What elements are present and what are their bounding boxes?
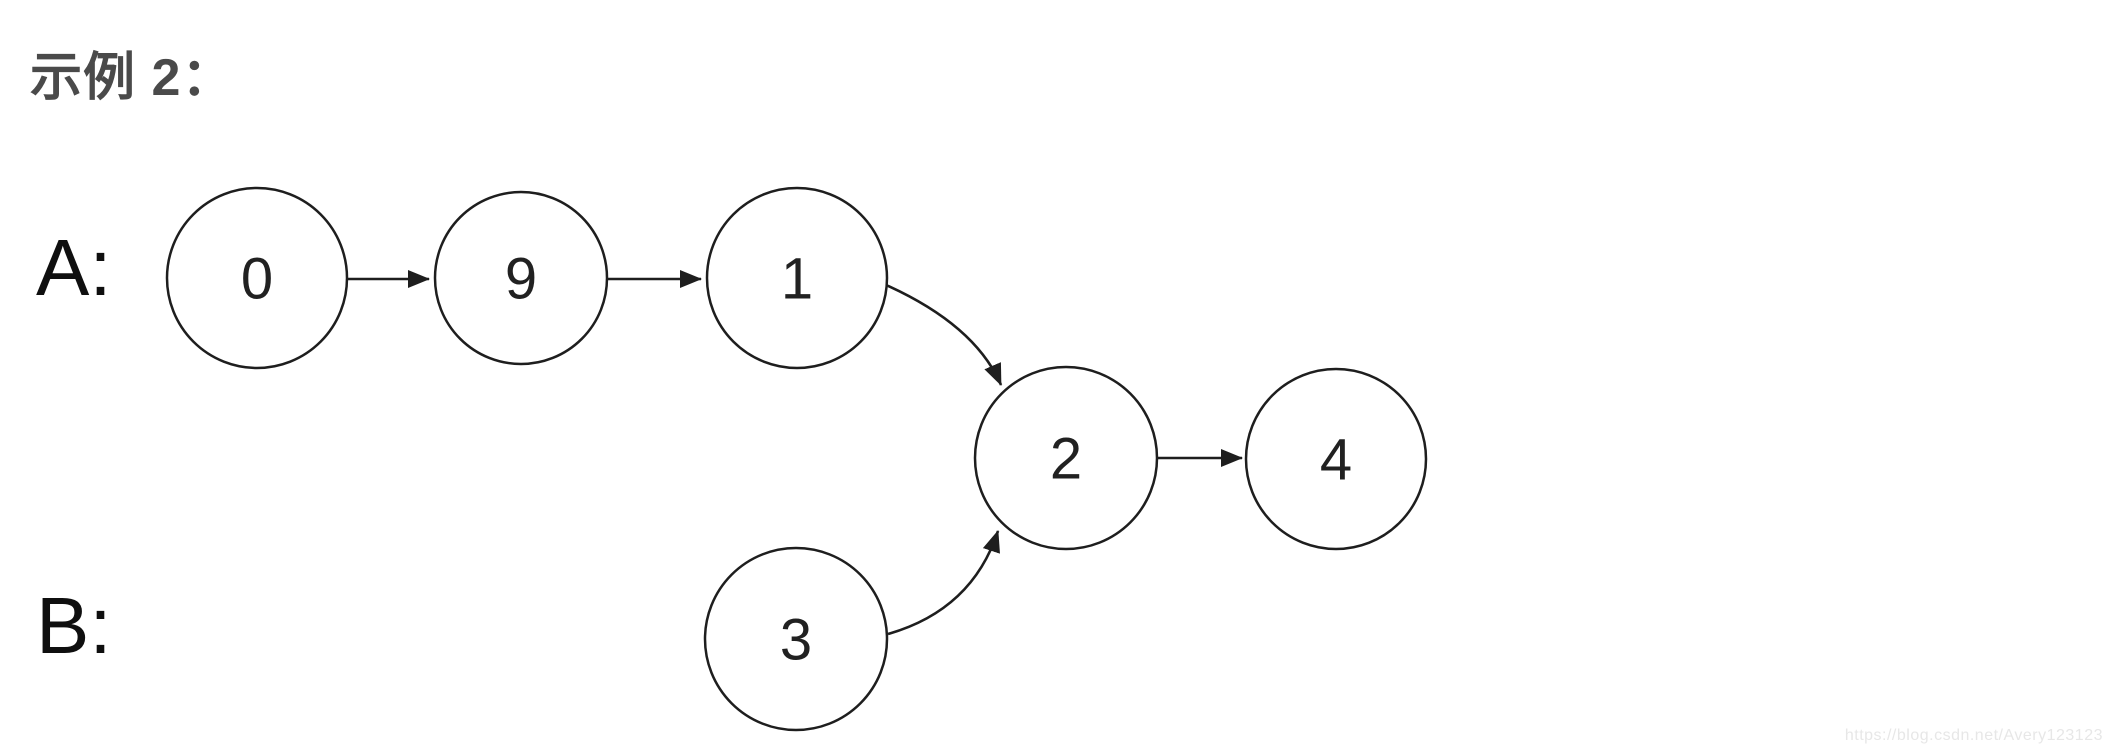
node-shared0-value: 2	[1050, 426, 1082, 491]
node-a1-value: 9	[505, 246, 537, 311]
node-a2-circle	[705, 186, 889, 370]
page-title: 示例 2：	[30, 49, 235, 107]
node-shared1-value: 4	[1320, 427, 1352, 492]
node-a0-circle	[165, 186, 349, 370]
node-shared0: 2	[973, 365, 1159, 551]
node-a0-value: 0	[241, 246, 273, 311]
edge-1-to-2	[885, 283, 1003, 386]
node-a2: 1	[705, 186, 889, 370]
node-b0-value: 3	[780, 607, 812, 672]
edges	[346, 270, 1243, 636]
node-shared1-circle	[1244, 367, 1428, 551]
edge-3-to-2	[887, 530, 1000, 636]
node-shared1: 4	[1244, 367, 1428, 551]
node-b0: 3	[703, 546, 889, 732]
node-b0-circle	[703, 546, 889, 732]
watermark: https://blog.csdn.net/Avery123123	[1844, 727, 2103, 744]
node-shared0-circle	[973, 365, 1159, 551]
node-a1: 9	[433, 190, 609, 366]
node-a0: 0	[165, 186, 349, 370]
list-a-label: A:	[36, 223, 112, 312]
list-b-label: B:	[36, 581, 112, 670]
node-a1-circle	[433, 190, 609, 366]
node-a2-value: 1	[781, 246, 813, 311]
